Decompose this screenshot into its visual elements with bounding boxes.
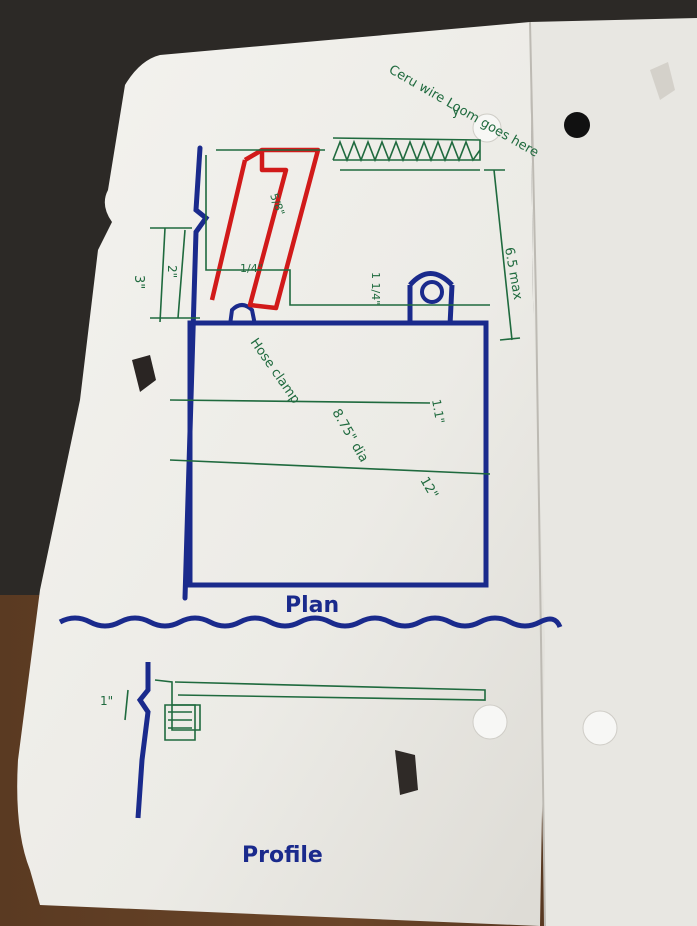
profile-wall bbox=[135, 662, 151, 819]
rip-1 bbox=[132, 355, 156, 392]
fold-crease bbox=[529, 21, 546, 926]
dim-eleven: 1.1" bbox=[429, 398, 447, 425]
letter-y: y bbox=[452, 104, 460, 119]
fitting-ring bbox=[420, 280, 444, 304]
separator-wave bbox=[58, 615, 563, 629]
punch-hole-1 bbox=[472, 113, 502, 143]
punch-hole-2 bbox=[564, 112, 590, 138]
dim-one-q: 1/4" bbox=[240, 262, 263, 275]
fitting-left bbox=[228, 303, 257, 326]
tank-plan-box bbox=[187, 320, 489, 588]
dim-profile-one: 1" bbox=[100, 694, 113, 708]
profile-label: Profile bbox=[242, 843, 323, 868]
rip-2 bbox=[395, 750, 418, 795]
dim-one-d: 1 1/4" bbox=[369, 272, 382, 305]
dim-three: 3" bbox=[131, 275, 146, 289]
punch-hole-3 bbox=[472, 704, 508, 740]
tear-mark bbox=[650, 62, 675, 100]
green-dimensions bbox=[124, 137, 521, 741]
plan-label: Plan bbox=[285, 593, 339, 618]
punch-hole-4 bbox=[582, 710, 618, 746]
dim-two: 2" bbox=[165, 265, 179, 278]
folded-card bbox=[17, 22, 545, 926]
card-right-panel bbox=[530, 18, 697, 926]
